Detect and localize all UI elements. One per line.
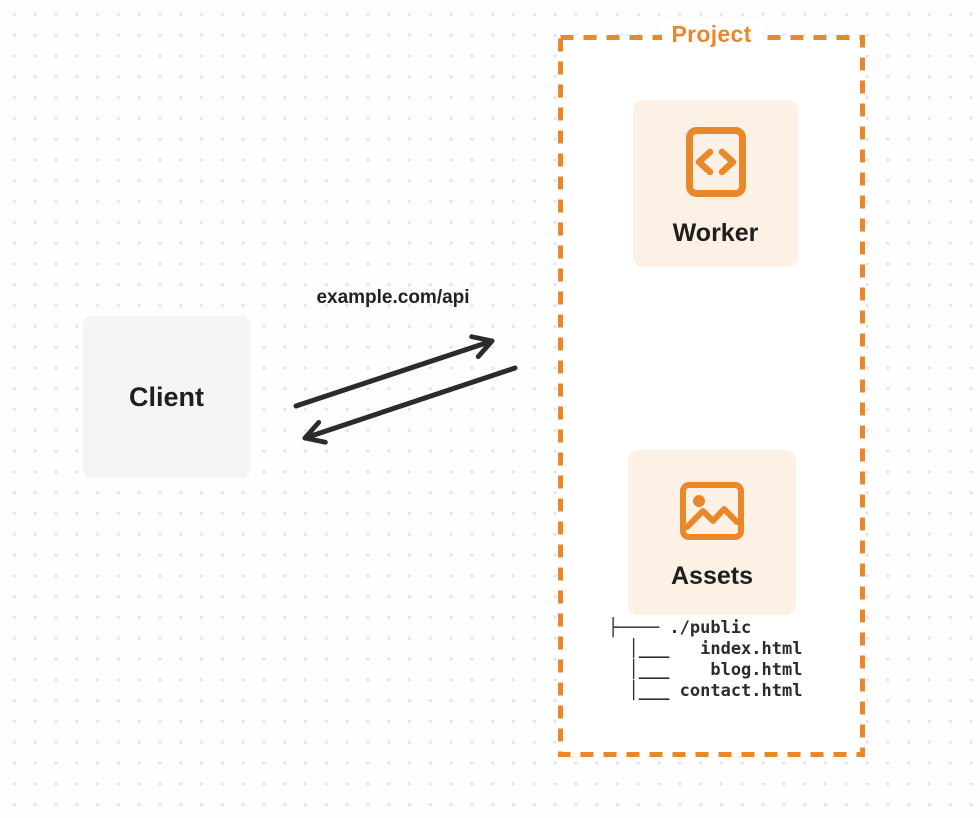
project-container: Project Worker Assets ├──── ./public │__… xyxy=(558,20,865,757)
file-tree: ├──── ./public │___ index.html │___ blog… xyxy=(608,618,803,701)
client-label: Client xyxy=(128,381,204,412)
assets-node: Assets xyxy=(628,450,796,615)
project-title: Project xyxy=(661,20,762,48)
request-url-label: example.com/api xyxy=(316,287,470,308)
image-icon xyxy=(680,482,744,540)
assets-label: Assets xyxy=(671,562,753,590)
request-arrow xyxy=(293,334,495,409)
code-file-icon xyxy=(685,127,746,197)
worker-label: Worker xyxy=(672,219,759,247)
response-arrow xyxy=(302,365,518,445)
client-node: Client xyxy=(83,316,250,478)
worker-node: Worker xyxy=(633,100,798,267)
